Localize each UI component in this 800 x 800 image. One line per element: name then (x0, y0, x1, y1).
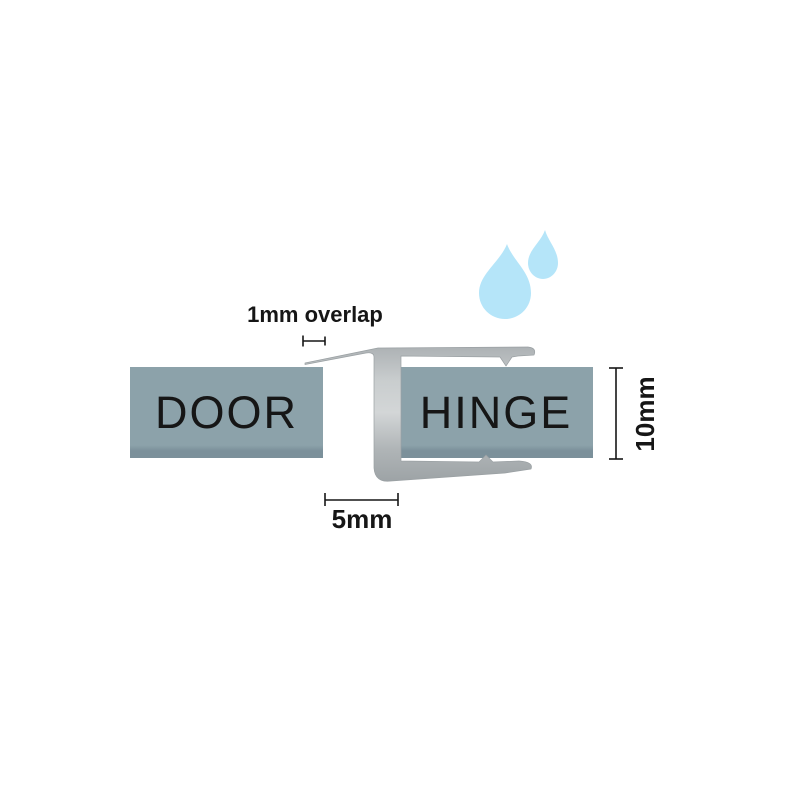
door-panel-label: DOOR (155, 387, 298, 438)
height-dimension-label: 10mm (630, 376, 660, 452)
overlap-dimension-line (302, 335, 326, 347)
hinge-panel-label: HINGE (419, 387, 573, 438)
water-droplet-small-icon (528, 230, 558, 279)
door-glass-panel: DOOR (130, 367, 323, 458)
gap-dimension-line (324, 493, 399, 506)
overlap-dimension-label: 1mm overlap (247, 302, 383, 327)
height-dimension-line (609, 367, 623, 460)
water-droplet-large-icon (479, 244, 531, 319)
hinge-glass-panel: HINGE (399, 367, 593, 458)
seal-profile-shape (304, 346, 536, 482)
gap-dimension-label: 5mm (331, 504, 393, 534)
